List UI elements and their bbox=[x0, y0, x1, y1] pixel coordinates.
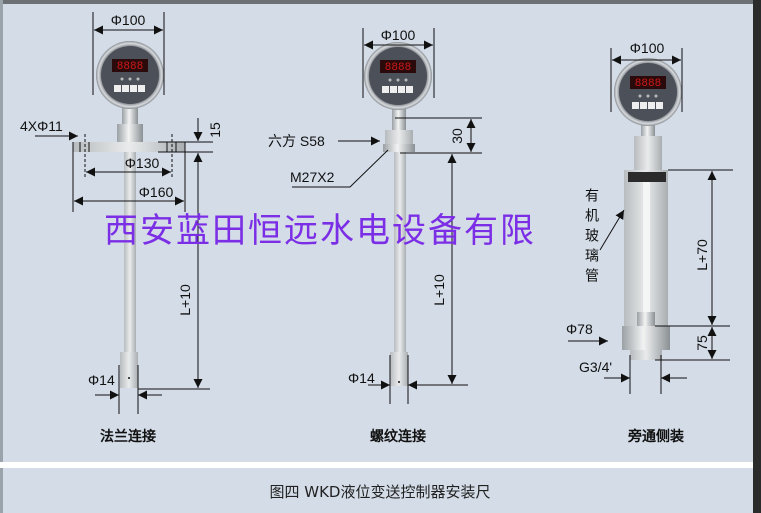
svg-text:8888: 8888 bbox=[635, 78, 661, 90]
dim-gauge-dia: Φ100 bbox=[381, 27, 416, 43]
svg-text:8888: 8888 bbox=[385, 62, 411, 74]
dim-outer-dia: Φ78 bbox=[566, 321, 593, 337]
dim-flange-dia: Φ160 bbox=[139, 184, 174, 200]
gauge-display: 8888 bbox=[96, 41, 164, 109]
top-border bbox=[0, 0, 761, 4]
figure-caption: 图四 WKD液位变送控制器安装尺 bbox=[270, 483, 491, 501]
dim-tip-dia: Φ14 bbox=[348, 370, 375, 386]
gauge-display: 8888 bbox=[364, 42, 432, 110]
dim-tip-dia: Φ14 bbox=[88, 372, 115, 388]
dim-gauge-dia: Φ100 bbox=[111, 12, 146, 28]
dim-length: L+70 bbox=[694, 239, 710, 271]
dim-height: 30 bbox=[449, 128, 465, 144]
caption-thread: 螺纹连接 bbox=[370, 428, 426, 445]
dim-bolt-circle: Φ130 bbox=[125, 155, 160, 171]
dim-hex: 六方 S58 bbox=[268, 133, 325, 149]
dim-thread: M27X2 bbox=[290, 169, 335, 185]
left-border bbox=[0, 0, 3, 513]
dim-bottom: 75 bbox=[694, 335, 710, 351]
separator bbox=[0, 462, 753, 468]
svg-text:8888: 8888 bbox=[117, 61, 143, 73]
thread-device: 8888 Φ100 六方 S58 M27X2 30 L+10 Φ14 螺纹连接 bbox=[268, 27, 482, 445]
dim-gauge-dia: Φ100 bbox=[630, 40, 665, 56]
flange-device: 8888 Φ100 4XΦ11 Φ130 Φ160 15 L+10 Φ14 法兰… bbox=[20, 12, 223, 445]
dim-length: L+10 bbox=[177, 284, 193, 316]
gauge-display: 8888 bbox=[614, 58, 682, 126]
dim-holes: 4XΦ11 bbox=[20, 118, 63, 134]
caption-bypass: 旁通侧装 bbox=[627, 428, 685, 445]
caption-flange: 法兰连接 bbox=[100, 428, 156, 445]
watermark: 西安蓝田恒远水电设备有限 bbox=[104, 211, 536, 251]
dim-length: L+10 bbox=[431, 274, 447, 306]
dim-flange-thk: 15 bbox=[207, 122, 223, 138]
label-tube: 有机玻璃管 bbox=[583, 188, 599, 288]
dim-thread: G3/4' bbox=[579, 359, 612, 375]
bypass-device: 8888 Φ100 有机玻璃管 Φ78 L+70 75 G3/4' 旁通侧装 bbox=[566, 40, 733, 445]
right-border bbox=[753, 0, 761, 513]
